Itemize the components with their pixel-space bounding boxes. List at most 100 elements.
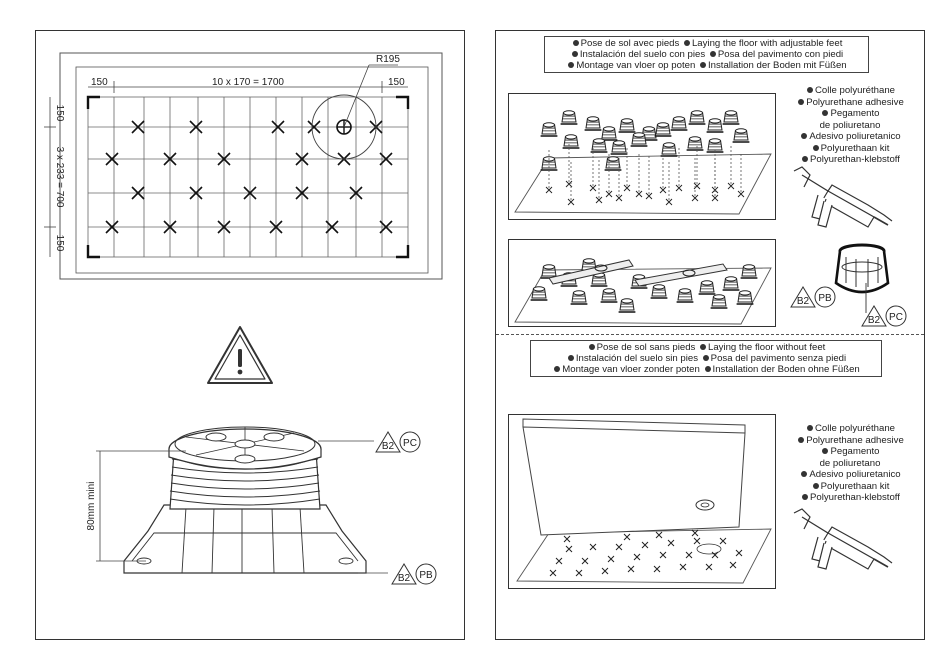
- dim-rows: 3 x 233 = 700: [54, 147, 65, 208]
- svg-text:B2: B2: [797, 296, 810, 307]
- cross-mark: [735, 549, 743, 557]
- right-panel: Pose de sol avec pieds Laying the floor …: [495, 30, 925, 640]
- foot-icon: [722, 276, 740, 291]
- cross-mark: [601, 567, 609, 575]
- foot-icon: [540, 156, 558, 171]
- material-tag-pb: B2 PB: [390, 561, 450, 592]
- foot-icon: [604, 156, 622, 171]
- cross-mark: [607, 555, 615, 563]
- cross-mark: [189, 186, 203, 200]
- cross-mark: [633, 553, 641, 561]
- caulking-gun-icon: [793, 166, 893, 228]
- foot-icon: [736, 290, 754, 305]
- cross-mark: [627, 565, 635, 573]
- radius-label: R195: [376, 54, 400, 65]
- cross-mark: [589, 184, 597, 192]
- foot-positions: [105, 120, 393, 234]
- section2-header: Pose de sol sans pieds Laying the floor …: [530, 340, 882, 377]
- svg-text:PC: PC: [889, 312, 903, 323]
- svg-text:PB: PB: [818, 293, 832, 304]
- cross-mark: [379, 152, 393, 166]
- cross-mark: [645, 192, 653, 200]
- material-tag-pc: B2 PC: [374, 429, 434, 460]
- foot-icon: [618, 118, 636, 133]
- adhesive-list-1: Colle polyuréthane Polyurethane adhesive…: [782, 85, 918, 166]
- cross-mark: [691, 529, 699, 537]
- cross-mark: [737, 190, 745, 198]
- cross-mark: [563, 535, 571, 543]
- cross-mark: [307, 120, 321, 134]
- cross-mark: [105, 152, 119, 166]
- cross-mark: [615, 194, 623, 202]
- cross-mark: [675, 184, 683, 192]
- cross-mark: [667, 539, 675, 547]
- section1-header: Pose de sol avec pieds Laying the floor …: [544, 36, 869, 73]
- cross-mark: [131, 120, 145, 134]
- foot-icon: [686, 136, 704, 151]
- section-divider: [496, 334, 924, 335]
- foot-icon: [740, 264, 758, 279]
- foot-icon: [560, 110, 578, 125]
- dim-columns: 10 x 170 = 1700: [212, 77, 284, 88]
- caulking-gun-icon: [793, 508, 893, 570]
- cross-mark: [545, 186, 553, 194]
- foot-icon: [630, 132, 648, 147]
- cross-mark: [691, 194, 699, 202]
- dim-top-margin: 150: [54, 105, 65, 122]
- feet-placement-sketch: [508, 93, 776, 220]
- cross-mark: [615, 543, 623, 551]
- material-tag-pc: B2 PC: [860, 303, 920, 334]
- foot-icon: [584, 116, 602, 131]
- adhesive-list-2: Colle polyuréthane Polyurethane adhesive…: [782, 423, 918, 504]
- cross-mark: [665, 198, 673, 206]
- cross-mark: [659, 551, 667, 559]
- cross-mark: [565, 545, 573, 553]
- tray-grid: [87, 96, 409, 258]
- foot-adhesive-icon: [834, 243, 890, 294]
- foot-icon: [590, 272, 608, 287]
- cross-mark: [719, 537, 727, 545]
- foot-icon: [688, 110, 706, 125]
- cross-mark: [575, 569, 583, 577]
- foot-icon: [610, 140, 628, 155]
- foot-icon: [650, 284, 668, 299]
- cross-mark: [653, 565, 661, 573]
- foot-icon: [706, 118, 724, 133]
- cross-mark: [727, 182, 735, 190]
- foot-icon: [618, 298, 636, 313]
- cross-mark: [567, 198, 575, 206]
- corner-marks: [86, 95, 410, 259]
- cross-mark: [589, 543, 597, 551]
- foot-icon: [530, 286, 548, 301]
- level-sketch: [508, 239, 776, 327]
- cross-mark: [271, 120, 285, 134]
- cross-mark: [269, 220, 283, 234]
- foot-icon: [722, 110, 740, 125]
- cross-mark: [655, 531, 663, 539]
- cross-mark: [379, 220, 393, 234]
- foot-icon: [570, 290, 588, 305]
- foot-icon: [676, 288, 694, 303]
- cross-mark: [623, 184, 631, 192]
- foot-icon: [698, 280, 716, 295]
- cross-mark: [243, 186, 257, 200]
- foot-icon: [706, 138, 724, 153]
- adhesive-placement-sketch: [508, 414, 776, 589]
- svg-text:B2: B2: [398, 573, 411, 584]
- cross-mark: [605, 190, 613, 198]
- foot-icon: [600, 288, 618, 303]
- foot-icon: [710, 294, 728, 309]
- cross-mark: [295, 152, 309, 166]
- foot-icon: [540, 122, 558, 137]
- dim-left-margin: 150: [91, 77, 108, 88]
- spirit-level-icon: [634, 263, 728, 287]
- cross-mark: [105, 220, 119, 234]
- foot-icon: [654, 122, 672, 137]
- foot-icon: [540, 264, 558, 279]
- feet-group: [540, 110, 750, 206]
- cross-mark: [581, 557, 589, 565]
- cross-mark: [295, 186, 309, 200]
- cross-mark: [711, 194, 719, 202]
- cross-mark: [693, 537, 701, 545]
- cross-mark: [729, 561, 737, 569]
